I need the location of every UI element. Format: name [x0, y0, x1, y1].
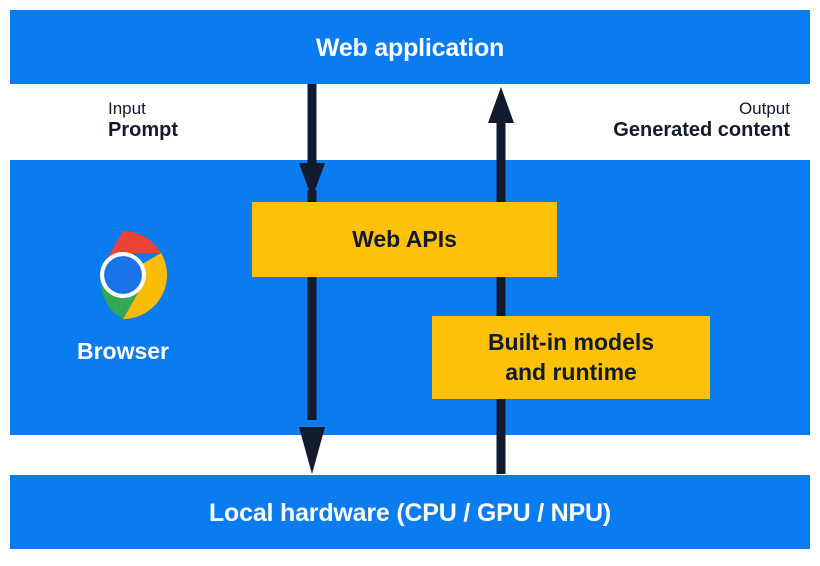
box-built-in-models-label: Built-in models and runtime: [488, 328, 654, 387]
box-built-in-models: Built-in models and runtime: [432, 316, 710, 399]
flow-input-name: Prompt: [108, 119, 178, 142]
flow-output-kind: Output: [738, 99, 790, 118]
flow-label-input: Input Prompt: [108, 99, 178, 143]
band-web-application-label: Web application: [315, 34, 505, 62]
box-web-apis-label: Web APIs: [352, 225, 457, 252]
chrome-logo-icon: [100, 230, 168, 320]
flow-output-name: Generated content: [613, 119, 790, 142]
band-local-hardware-label: Local hardware (CPU / GPU / NPU): [208, 499, 611, 527]
band-local-hardware: Local hardware (CPU / GPU / NPU): [10, 475, 810, 549]
box-web-apis: Web APIs: [252, 202, 557, 277]
band-web-application: Web application: [10, 10, 810, 84]
flow-label-output: Output Generated content: [613, 99, 790, 143]
flow-input-kind: Input: [108, 99, 146, 118]
band-browser-label: Browser: [76, 338, 170, 364]
box-built-in-models-line1: Built-in models: [487, 329, 655, 356]
box-built-in-models-line2: and runtime: [505, 358, 637, 385]
